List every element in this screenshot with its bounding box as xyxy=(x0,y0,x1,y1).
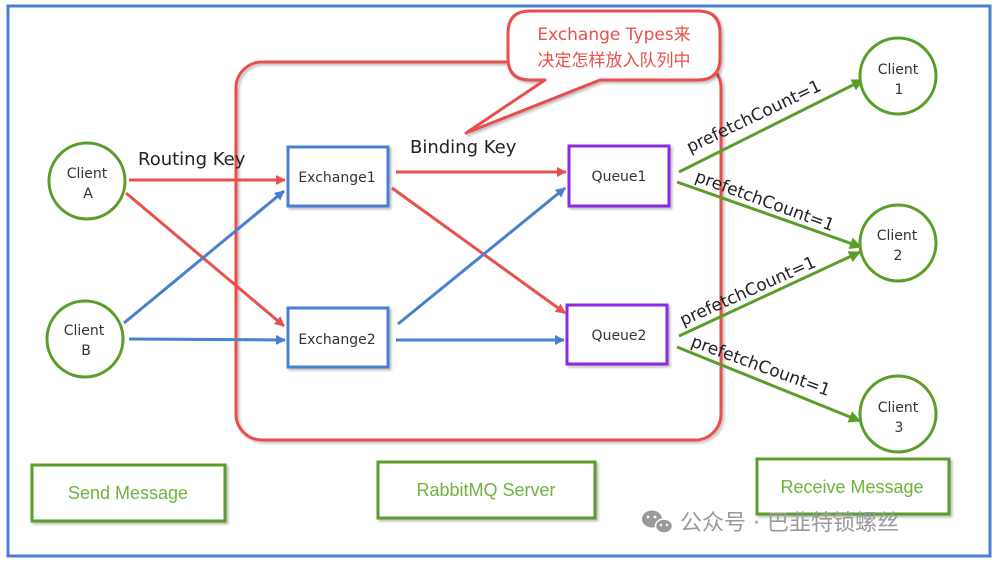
client-b-node: Client B xyxy=(45,299,125,379)
rabbitmq-server-label: RabbitMQ Server xyxy=(416,480,555,500)
queue2-label: Queue2 xyxy=(592,328,647,344)
edge-exchange1-to-queue2 xyxy=(391,186,566,315)
queue2-box xyxy=(565,303,669,366)
client-a-line2: A xyxy=(83,186,93,202)
edge-clientA-to-exchange2 xyxy=(125,191,285,328)
exchange1-label: Exchange1 xyxy=(298,170,375,186)
send-message-box xyxy=(30,463,227,523)
edge-queue1-to-client2 xyxy=(676,180,862,249)
client-b-circle xyxy=(45,299,125,379)
client-3-line1: Client xyxy=(878,400,919,416)
binding-key-label: Binding Key xyxy=(410,137,517,158)
edges xyxy=(123,78,864,423)
client-2-circle xyxy=(858,203,938,283)
client-b-line2: B xyxy=(81,343,91,359)
client-1-line1: Client xyxy=(878,62,919,78)
callout-line2: 决定怎样放入队列中 xyxy=(538,51,691,71)
edge-queue2-to-client2 xyxy=(678,250,861,338)
edge-clientB-to-exchange2 xyxy=(128,334,286,345)
queue1-node xyxy=(567,144,671,208)
rabbitmq-server-box xyxy=(376,460,597,520)
queue1-label: Queue1 xyxy=(592,169,647,185)
send-message-label: Send Message xyxy=(68,483,188,503)
client-1-circle xyxy=(858,36,938,116)
callout-bubble xyxy=(464,9,722,135)
exchange2-box xyxy=(286,306,390,369)
callout xyxy=(464,9,722,135)
edge-exchange2-to-queue1 xyxy=(397,186,566,326)
exchange1-node xyxy=(286,145,390,208)
send-message-border xyxy=(30,463,227,523)
client-3-line2: 3 xyxy=(895,420,904,436)
edge-queue2-to-client3 xyxy=(676,345,861,423)
receive-message-border xyxy=(755,457,951,516)
edge-clientB-to-exchange1 xyxy=(123,189,285,325)
exchange1-box xyxy=(286,145,390,208)
client-b-line1: Client xyxy=(64,323,105,339)
client-2-node: Client 2 xyxy=(858,203,938,283)
rabbitmq-server-border xyxy=(376,460,597,520)
receive-message-label: Receive Message xyxy=(780,477,923,497)
client-1-node: Client 1 xyxy=(858,36,938,116)
callout-line1: Exchange Types来 xyxy=(537,25,690,45)
client-a-line1: Client xyxy=(67,166,108,182)
watermark-text: 公众号 · 巴韭特锁螺丝 xyxy=(680,511,899,536)
queue1-box xyxy=(567,144,671,208)
queue2-node xyxy=(565,303,669,366)
client-3-node: Client 3 xyxy=(858,374,938,454)
wechat-icon xyxy=(642,510,674,534)
client-1-line2: 1 xyxy=(895,82,904,98)
client-a-node: Client A xyxy=(47,141,127,221)
client-3-circle xyxy=(858,374,938,454)
client-2-line1: Client xyxy=(877,228,918,244)
exchange2-node xyxy=(286,306,390,369)
receive-message-box xyxy=(755,457,951,516)
edge-queue1-to-client1 xyxy=(678,78,864,174)
client-a-circle xyxy=(47,141,127,221)
exchange2-label: Exchange2 xyxy=(298,332,375,348)
routing-key-label: Routing Key xyxy=(138,149,246,170)
client-2-line2: 2 xyxy=(894,248,903,264)
server-boundary xyxy=(234,60,723,442)
